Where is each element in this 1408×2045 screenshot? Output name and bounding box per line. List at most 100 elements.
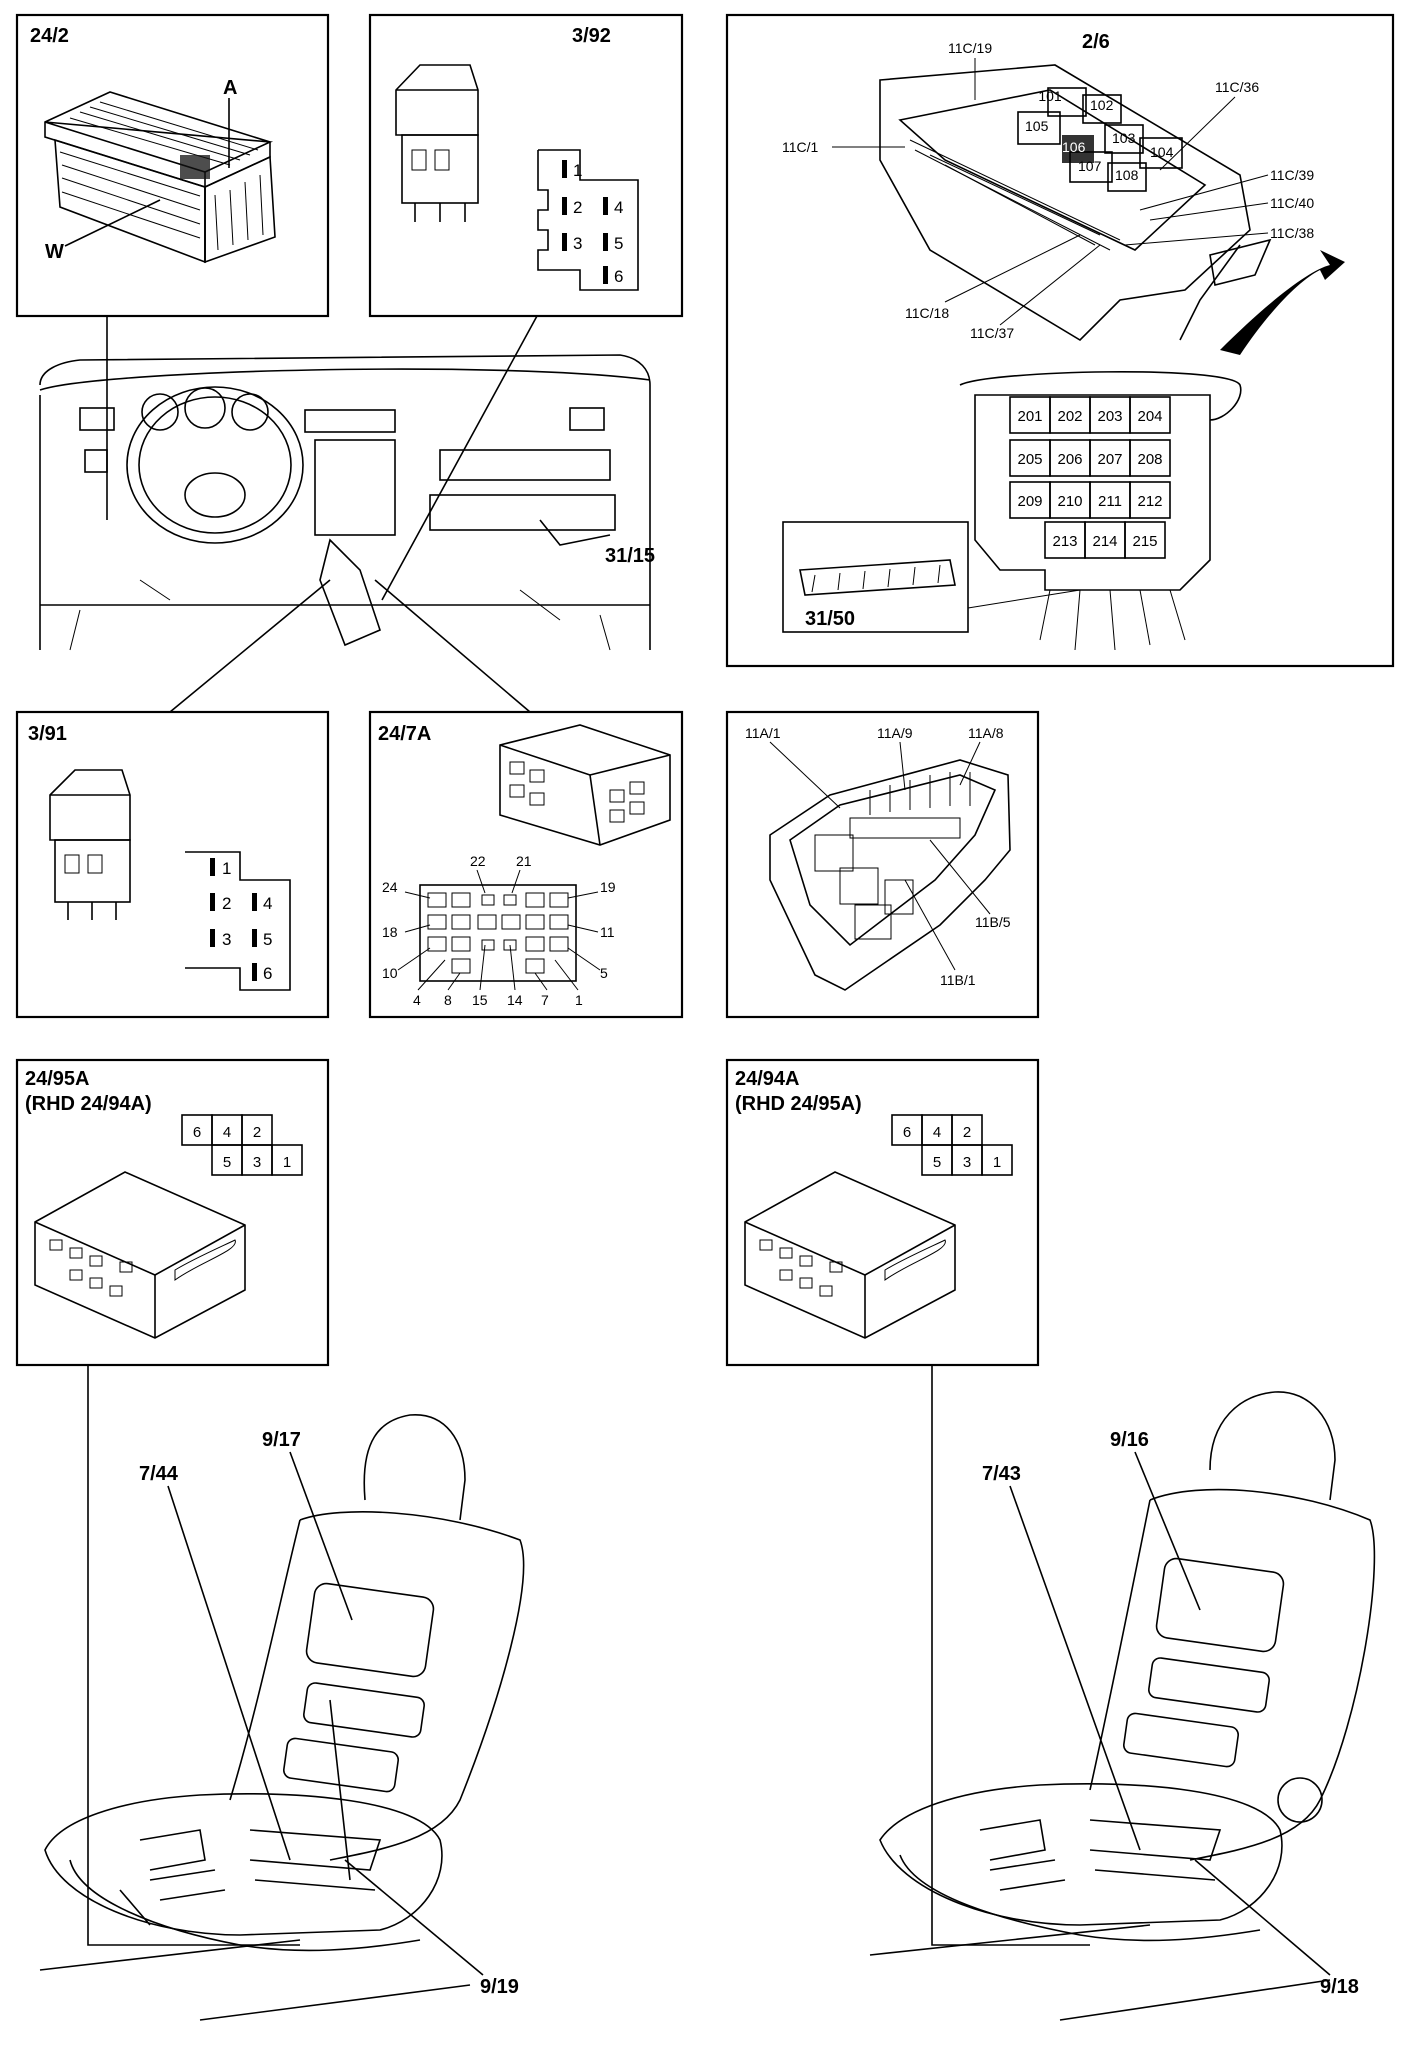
relay-label: 206 — [1057, 451, 1082, 468]
relay-label: 214 — [1092, 533, 1117, 550]
grid-cell: 2 — [963, 1124, 971, 1141]
pin-label: 18 — [382, 924, 398, 940]
fuse-label: 104 — [1150, 144, 1174, 160]
pin-label: 8 — [444, 992, 452, 1008]
pinout-24-7a — [397, 869, 601, 991]
seat-label-7-44: 7/44 — [139, 1463, 179, 1485]
switch-3-92-illustration — [395, 64, 479, 222]
seat-label-9-17: 9/17 — [262, 1429, 301, 1451]
callout-11b-1: 11B/1 — [940, 972, 976, 988]
pin-label: 3 — [573, 234, 582, 253]
connector-24-7a-illustration — [499, 724, 671, 846]
relay-label: 203 — [1097, 408, 1122, 425]
seat-label-9-18: 9/18 — [1320, 1976, 1359, 1998]
callout-11a-1: 11A/1 — [745, 725, 781, 741]
fuse-label: 101 — [1038, 88, 1062, 104]
panel-subtitle-24-94a: (RHD 24/95A) — [735, 1093, 862, 1115]
pin-label: 14 — [507, 992, 523, 1008]
pin-label: 24 — [382, 879, 398, 895]
pin-label: 2 — [573, 198, 582, 217]
fuse-box-illustration — [879, 64, 1345, 355]
panel-title-3-91: 3/91 — [28, 723, 67, 745]
leader-3-91 — [169, 579, 331, 713]
callout-31-15: 31/15 — [605, 545, 655, 567]
fuse-label: 106 — [1062, 139, 1086, 155]
callout-11c-19: 11C/19 — [948, 40, 992, 56]
grid-cell: 2 — [253, 1124, 261, 1141]
dashboard-illustration — [39, 354, 651, 651]
callout-11c-40: 11C/40 — [1270, 195, 1314, 211]
panel-title-2-6: 2/6 — [1082, 31, 1110, 53]
label-31-50: 31/50 — [805, 608, 855, 630]
pinout-3-91: 1 2 3 4 5 6 — [185, 851, 291, 991]
relay-label: 204 — [1137, 408, 1162, 425]
seat-label-9-16: 9/16 — [1110, 1429, 1149, 1451]
pin-label: 4 — [263, 894, 272, 913]
panel-title-24-95a: 24/95A — [25, 1068, 90, 1090]
seat-label-7-43: 7/43 — [982, 1463, 1021, 1485]
callout-11c-36: 11C/36 — [1215, 79, 1259, 95]
relay-label: 205 — [1017, 451, 1042, 468]
pin-label: 11 — [600, 924, 615, 940]
grid-24-94a — [891, 1114, 1013, 1176]
seat-left-illustration — [39, 1365, 525, 2021]
fuse-box-11a-illustration — [769, 759, 1011, 991]
grid-24-95a — [181, 1114, 303, 1176]
pin-label: 19 — [600, 879, 616, 895]
grid-cell: 3 — [253, 1154, 261, 1171]
panel-3-92: 3/92 1 2 3 4 5 6 — [368, 13, 684, 318]
fuse-label: 108 — [1115, 167, 1139, 183]
connector-24-2-illustration — [44, 91, 276, 264]
grid-cell: 1 — [993, 1154, 1001, 1171]
pin-label: 1 — [573, 161, 582, 180]
callout-11c-39: 11C/39 — [1270, 167, 1314, 183]
relay-label: 208 — [1137, 451, 1162, 468]
relay-label: 209 — [1017, 493, 1042, 510]
switch-3-91-illustration — [49, 769, 131, 920]
callout-11c-18: 11C/18 — [905, 305, 949, 321]
callout-11a-8: 11A/8 — [968, 725, 1004, 741]
label-w: W — [45, 241, 64, 263]
relay-label: 215 — [1132, 533, 1157, 550]
pin-label: 21 — [516, 853, 532, 869]
callout-11a-9: 11A/9 — [877, 725, 913, 741]
relay-box-illustration — [959, 371, 1242, 651]
seat-label-9-19: 9/19 — [480, 1976, 519, 1998]
grid-cell: 6 — [193, 1124, 201, 1141]
grid-cell: 4 — [223, 1124, 231, 1141]
grid-cell: 4 — [933, 1124, 941, 1141]
callout-11b-5: 11B/5 — [975, 914, 1011, 930]
callout-11c-1: 11C/1 — [782, 139, 819, 155]
panel-title-24-94a: 24/94A — [735, 1068, 800, 1090]
relay-grid — [1009, 396, 1171, 559]
fuse-label: 105 — [1025, 118, 1049, 134]
fuse-label: 107 — [1078, 158, 1102, 174]
relay-label: 210 — [1057, 493, 1082, 510]
panel-title-3-92: 3/92 — [572, 25, 611, 47]
callout-11c-38: 11C/38 — [1270, 225, 1314, 241]
leader-3-92 — [381, 315, 538, 601]
relay-label: 213 — [1052, 533, 1077, 550]
pin-label: 1 — [222, 859, 231, 878]
panel-subtitle-24-95a: (RHD 24/94A) — [25, 1093, 152, 1115]
panel-11a: 11A/1 11A/9 11A/8 11B/5 11B/1 — [725, 710, 1040, 1019]
pin-label: 6 — [614, 267, 623, 286]
panel-24-2: 24/2 A W — [15, 13, 330, 318]
pin-label: 7 — [541, 992, 549, 1008]
fuse-label: 102 — [1090, 97, 1114, 113]
pinout-3-92: 1 2 3 4 5 6 — [537, 149, 639, 291]
label-a: A — [223, 77, 237, 99]
pin-label: 10 — [382, 965, 398, 981]
relay-label: 201 — [1017, 408, 1042, 425]
panel-24-7a: 24/7A — [368, 710, 684, 1019]
connector-24-95a-illustration — [34, 1171, 246, 1339]
pin-label: 6 — [263, 964, 272, 983]
callout-11c-37: 11C/37 — [970, 325, 1014, 341]
inset-31-50 — [782, 521, 1081, 633]
fuse-label: 103 — [1112, 130, 1136, 146]
grid-cell: 3 — [963, 1154, 971, 1171]
pin-label: 22 — [470, 853, 486, 869]
panel-title-24-2: 24/2 — [30, 25, 69, 47]
panel-3-91: 3/91 1 2 3 4 5 6 — [15, 710, 330, 1019]
